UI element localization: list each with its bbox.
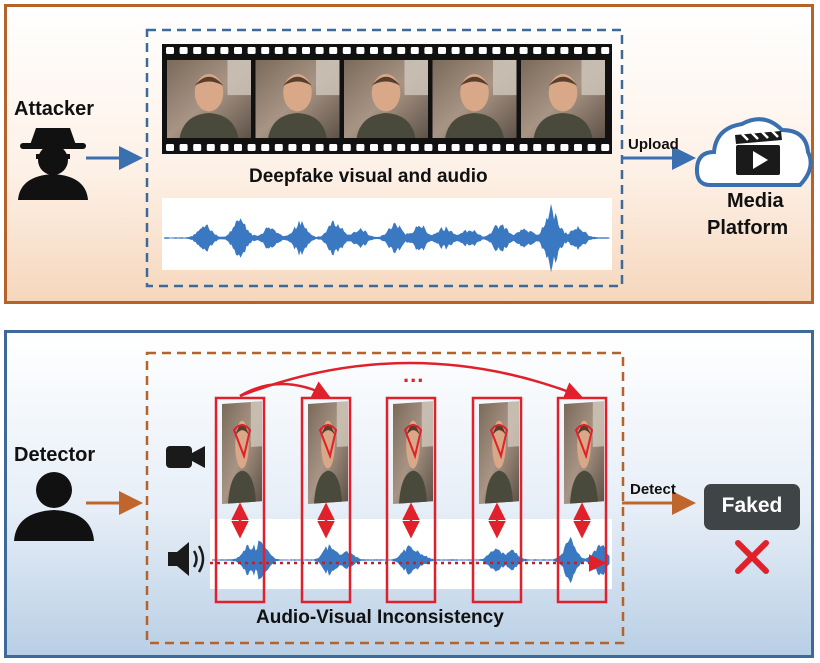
film-frame xyxy=(167,60,251,138)
audio-segments-waveform xyxy=(212,536,610,584)
deepfake-audio-waveform xyxy=(164,203,610,273)
film-strip xyxy=(162,44,612,154)
cross-icon xyxy=(735,540,769,574)
pair-highlight-box xyxy=(471,396,523,604)
face-region-outline xyxy=(574,424,594,460)
film-frame xyxy=(344,60,428,138)
spy-icon xyxy=(18,128,88,200)
detector-label: Detector xyxy=(14,444,96,466)
temporal-arc-long xyxy=(239,361,583,399)
inconsistency-caption: Audio-Visual Inconsistency xyxy=(256,607,504,628)
analysis-box xyxy=(145,351,625,645)
faked-label: Faked xyxy=(721,494,783,517)
detect-label: Detect xyxy=(630,481,676,498)
camera-icon xyxy=(166,446,205,468)
film-frame xyxy=(521,60,605,138)
faked-result-box xyxy=(704,484,800,530)
ellipsis-label: ... xyxy=(403,362,425,387)
film-frame xyxy=(432,60,517,138)
platform-label-line2: Platform xyxy=(707,217,789,239)
user-icon xyxy=(14,472,94,541)
film-frame xyxy=(255,60,340,138)
deepfake-caption: Deepfake visual and audio xyxy=(249,166,488,187)
pair-highlight-box xyxy=(214,396,266,604)
av-pair xyxy=(385,396,437,604)
attacker-label: Attacker xyxy=(14,98,95,120)
pair-highlight-box xyxy=(385,396,437,604)
face-region-outline xyxy=(318,424,338,460)
face-region-outline xyxy=(232,424,252,460)
face-region-outline xyxy=(403,424,423,460)
av-pair xyxy=(214,396,266,604)
face-region-outline xyxy=(489,424,509,460)
upload-label: Upload xyxy=(628,136,679,153)
platform-label-line1: Media xyxy=(727,190,784,212)
speaker-icon xyxy=(168,542,205,576)
av-pair xyxy=(471,396,523,604)
av-pair xyxy=(300,396,352,604)
cloud-video-icon xyxy=(694,117,813,187)
pair-highlight-box xyxy=(300,396,352,604)
